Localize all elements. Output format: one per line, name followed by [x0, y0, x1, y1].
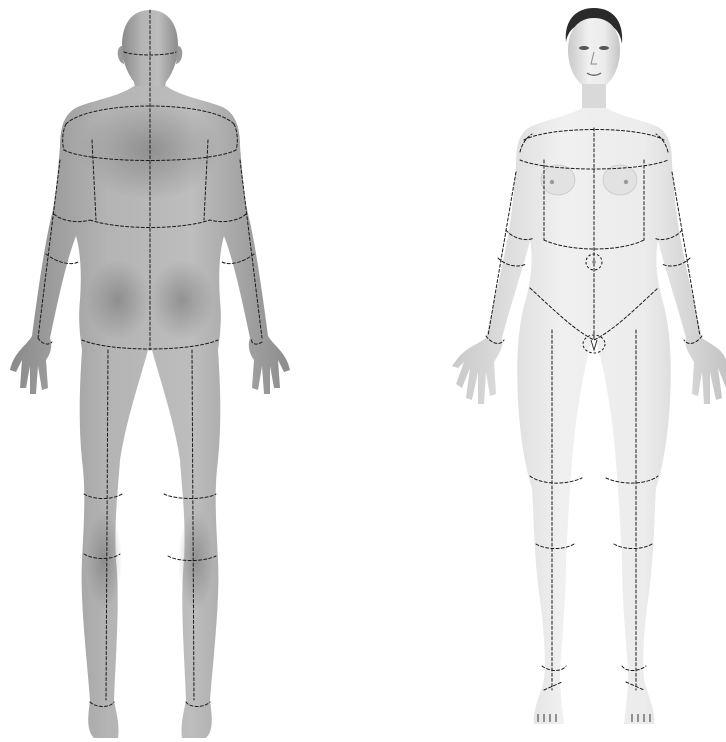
front-navel — [592, 260, 596, 264]
front-neck — [582, 84, 606, 112]
front-nipple-left — [550, 180, 554, 184]
front-eye-right — [599, 46, 609, 50]
front-view-figure — [452, 8, 726, 724]
front-chest-right — [603, 165, 637, 195]
front-nipple-right — [624, 180, 628, 184]
back-glute-shade-left — [86, 260, 150, 340]
front-body — [452, 108, 726, 724]
front-chest-left — [541, 165, 575, 195]
back-calf-shade-left — [86, 510, 122, 610]
front-pelvic-line — [591, 340, 597, 350]
back-view-figure — [10, 10, 290, 738]
back-glute-shade-right — [150, 260, 214, 340]
front-eye-left — [579, 46, 589, 50]
